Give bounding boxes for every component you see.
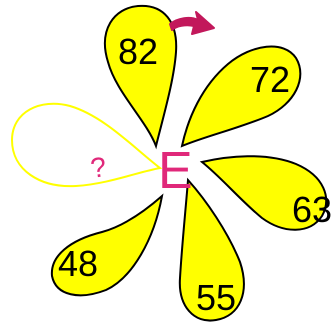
petal-right-value: 63: [292, 189, 332, 230]
petal-lower-left-value: 48: [58, 243, 98, 284]
petal-bottom-value: 55: [196, 277, 236, 318]
petal-top-value: 82: [118, 31, 158, 72]
clockwise-arrow-icon: [170, 12, 214, 34]
center-letter: E: [158, 142, 193, 200]
petal-top: [105, 6, 176, 146]
petal-upper-right-value: 72: [250, 59, 290, 100]
